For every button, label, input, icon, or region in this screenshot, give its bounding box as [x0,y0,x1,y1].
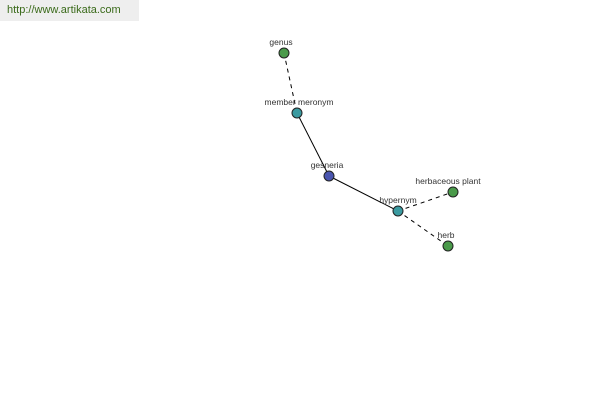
node-herb-label: herb [437,230,454,240]
node-herbaceous-plant-circle[interactable] [447,186,459,198]
node-herbaceous-plant-label: herbaceous plant [415,176,481,186]
edge-hypernym-herbaceous-plant [397,191,454,212]
edge-member-meronym-gesneria [296,112,330,177]
edge-gesneria-hypernym [328,175,399,212]
node-genus-circle[interactable] [278,47,290,59]
edge-hypernym-herb [397,210,449,247]
node-genus-label: genus [269,37,292,47]
node-genus[interactable]: genus [269,37,293,59]
node-herb-circle[interactable] [442,240,454,252]
edges-layer [283,52,454,247]
node-hypernym-circle[interactable] [392,205,404,217]
node-member-meronym-label: member meronym [265,97,334,107]
node-gesneria-circle[interactable] [323,170,335,182]
watermark-url[interactable]: http://www.artikata.com [0,0,139,21]
node-herb[interactable]: herb [437,230,455,252]
node-member-meronym[interactable]: member meronym [265,97,334,119]
node-hypernym[interactable]: hypernym [379,195,417,217]
node-gesneria[interactable]: gesneria [311,160,344,182]
node-herbaceous-plant[interactable]: herbaceous plant [415,176,481,198]
node-member-meronym-circle[interactable] [291,107,303,119]
edge-genus-member-meronym [283,52,298,114]
node-hypernym-label: hypernym [379,195,416,205]
node-gesneria-label: gesneria [311,160,344,170]
